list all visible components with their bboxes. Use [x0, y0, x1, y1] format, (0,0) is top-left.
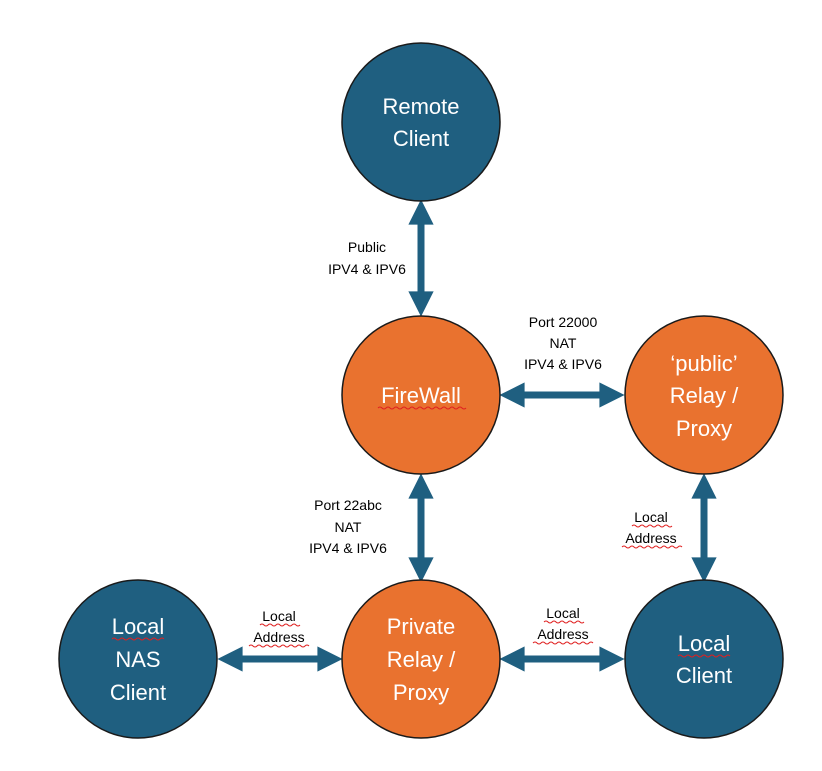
connectors	[217, 199, 717, 672]
edge-label-text: Public	[348, 239, 386, 255]
node-label: Proxy	[393, 680, 449, 705]
node-firewall: FireWall	[341, 315, 501, 475]
node-label: NAS	[115, 647, 160, 672]
node-label: Proxy	[676, 416, 732, 441]
node-label: Client	[110, 680, 166, 705]
node-circle	[624, 579, 784, 739]
spellcheck-underline	[259, 623, 301, 627]
node-local-client: Local Client	[624, 579, 784, 739]
spellcheck-underline	[677, 654, 731, 658]
node-label: Client	[393, 126, 449, 151]
edge-label-text: Local	[634, 509, 667, 525]
node-label: Relay /	[387, 647, 456, 672]
edge-label-text: Port 22000	[529, 314, 598, 330]
spellcheck-underline	[377, 406, 467, 410]
spellcheck-underline	[631, 524, 673, 528]
spellcheck-underline	[543, 620, 585, 624]
node-label: Client	[676, 663, 732, 688]
spellcheck-underline	[621, 545, 683, 549]
node-private-relay: Private Relay / Proxy	[341, 579, 501, 739]
node-label: Local	[678, 631, 731, 656]
node-remote-client: Remote Client	[341, 42, 501, 202]
node-circle	[341, 579, 501, 739]
node-public-relay: ‘public’ Relay / Proxy	[624, 315, 784, 475]
edge-label-private-relay-local-client: Local Address	[532, 605, 594, 645]
node-label: Local	[112, 614, 165, 639]
node-circle	[341, 315, 501, 475]
edge-label-text: IPV4 & IPV6	[328, 261, 406, 277]
node-label: Relay /	[670, 383, 739, 408]
edge-label-text: IPV4 & IPV6	[309, 540, 387, 556]
spellcheck-underline	[532, 641, 594, 645]
edge-label-public-relay-local-client: Local Address	[621, 509, 683, 549]
node-label: Private	[387, 614, 455, 639]
edge-label-remote-firewall: Public IPV4 & IPV6	[328, 239, 406, 277]
edge-label-text: Address	[625, 530, 676, 546]
edge-label-text: Address	[253, 629, 304, 645]
edge-label-text: Address	[537, 626, 588, 642]
node-circle	[341, 42, 501, 202]
edge-label-text: NAT	[550, 335, 577, 351]
node-circle	[624, 315, 784, 475]
edge-label-text: Local	[546, 605, 579, 621]
node-label: Remote	[382, 94, 459, 119]
edge-label-firewall-public-relay: Port 22000 NAT IPV4 & IPV6	[524, 314, 602, 372]
node-local-nas-client: Local NAS Client	[58, 579, 218, 739]
edge-label-nas-private-relay: Local Address	[248, 608, 310, 648]
edge-label-text: NAT	[335, 519, 362, 535]
node-label: FireWall	[381, 383, 461, 408]
spellcheck-underline	[248, 644, 310, 648]
edge-label-firewall-private-relay: Port 22abc NAT IPV4 & IPV6	[309, 497, 387, 556]
spellcheck-underline	[111, 637, 165, 641]
edge-label-text: Port 22abc	[314, 497, 382, 513]
edge-label-text: Local	[262, 608, 295, 624]
node-circle	[58, 579, 218, 739]
node-label: ‘public’	[670, 351, 737, 376]
edge-label-text: IPV4 & IPV6	[524, 356, 602, 372]
